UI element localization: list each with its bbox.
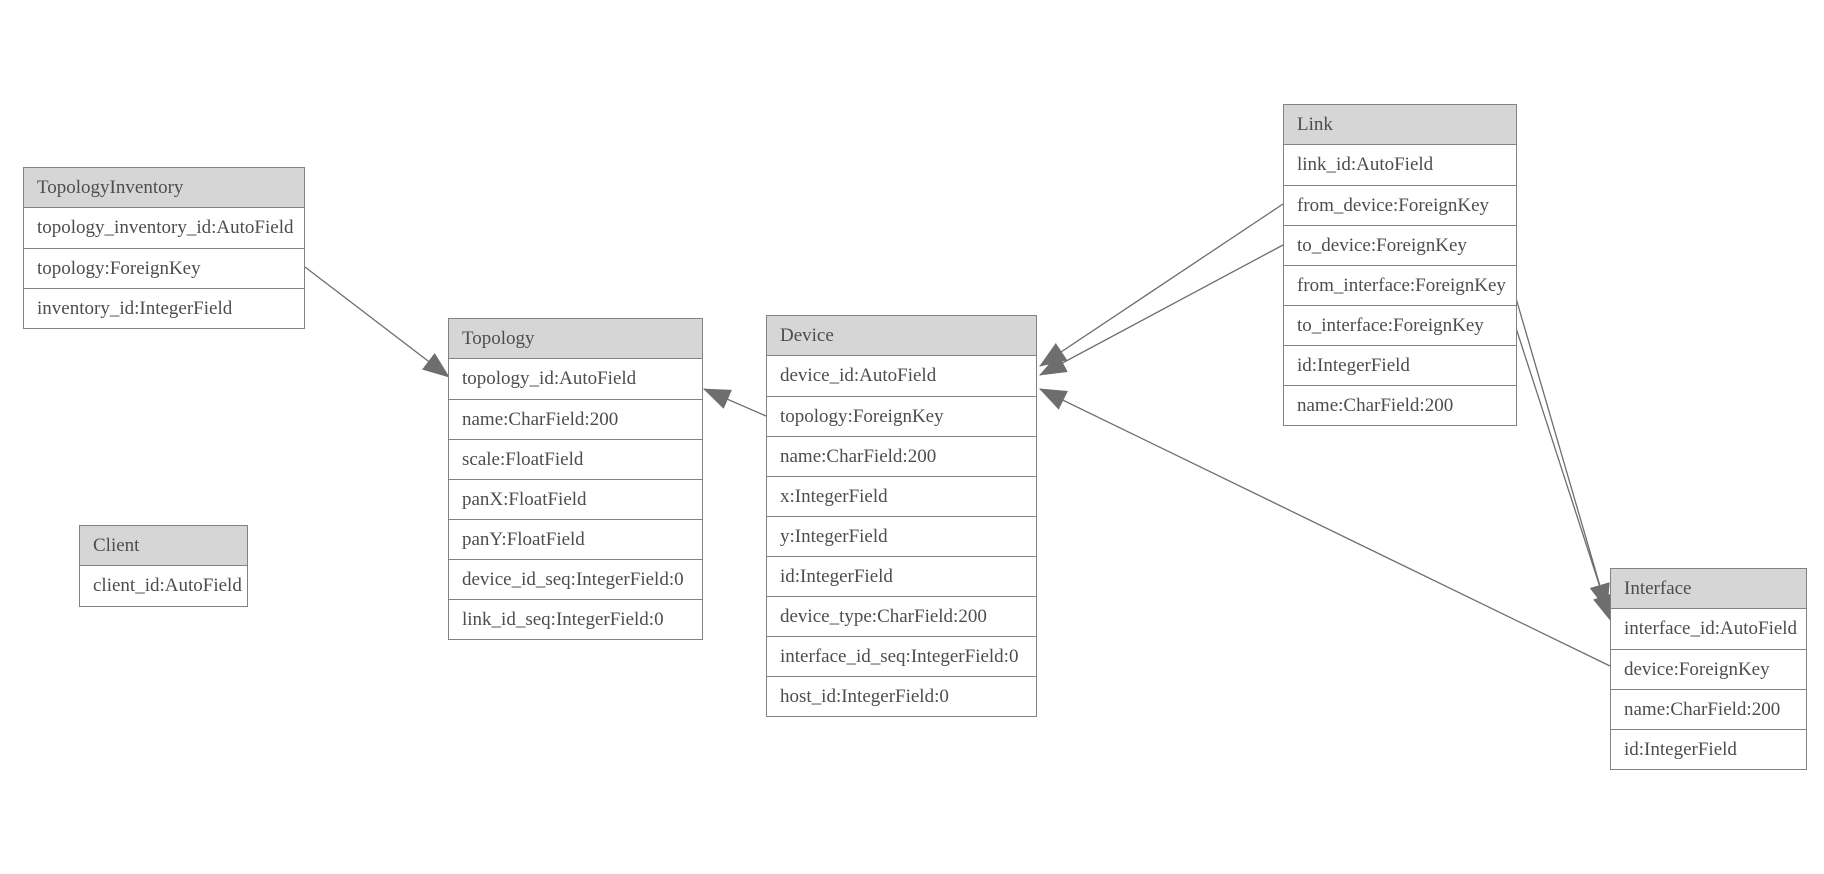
entity-interface-field-2: name:CharField:200 [1611, 689, 1806, 729]
entity-topology-title: Topology [449, 319, 702, 359]
relation-device-topology-to-topology [703, 388, 767, 417]
entity-topology-field-6: link_id_seq:IntegerField:0 [449, 599, 702, 639]
entity-interface-field-0: interface_id:AutoField [1611, 609, 1806, 649]
relation-link-from-device-to-device [1039, 203, 1284, 367]
entity-device-field-4: y:IntegerField [767, 516, 1036, 556]
relation-link-to-interface-to-interface [1515, 327, 1613, 622]
entity-link-field-5: id:IntegerField [1284, 345, 1516, 385]
entity-device-field-1: topology:ForeignKey [767, 396, 1036, 436]
relation-link-to-device-to-device [1039, 244, 1284, 376]
entity-topology-inventory-field-1: topology:ForeignKey [24, 248, 304, 288]
entity-topology-field-2: scale:FloatField [449, 439, 702, 479]
entity-client-field-0: client_id:AutoField [80, 566, 247, 606]
entity-device-field-0: device_id:AutoField [767, 356, 1036, 396]
entity-topology-field-3: panX:FloatField [449, 479, 702, 519]
relation-topologyinventory-topology-to-topology [304, 266, 450, 378]
relation-interface-device-to-device [1039, 388, 1611, 667]
entity-link-field-6: name:CharField:200 [1284, 385, 1516, 425]
entity-topology-inventory-field-2: inventory_id:IntegerField [24, 288, 304, 328]
entity-client-title: Client [80, 526, 247, 566]
entity-link-title: Link [1284, 105, 1516, 145]
entity-device-field-8: host_id:IntegerField:0 [767, 676, 1036, 716]
relation-link-from-interface-to-interface [1512, 287, 1610, 611]
entity-device-field-3: x:IntegerField [767, 476, 1036, 516]
entity-device-title: Device [767, 316, 1036, 356]
entity-link-field-1: from_device:ForeignKey [1284, 185, 1516, 225]
entity-device-field-7: interface_id_seq:IntegerField:0 [767, 636, 1036, 676]
entity-interface-field-1: device:ForeignKey [1611, 649, 1806, 689]
entity-topology-field-5: device_id_seq:IntegerField:0 [449, 559, 702, 599]
entity-interface-field-3: id:IntegerField [1611, 729, 1806, 769]
entity-device-field-2: name:CharField:200 [767, 436, 1036, 476]
entity-topology-inventory-field-0: topology_inventory_id:AutoField [24, 208, 304, 248]
entity-link-field-3: from_interface:ForeignKey [1284, 265, 1516, 305]
entity-topology-field-1: name:CharField:200 [449, 399, 702, 439]
entity-topology-inventory-title: TopologyInventory [24, 168, 304, 208]
entity-topology-field-0: topology_id:AutoField [449, 359, 702, 399]
entity-device-field-6: device_type:CharField:200 [767, 596, 1036, 636]
entity-device-field-5: id:IntegerField [767, 556, 1036, 596]
entity-link-field-0: link_id:AutoField [1284, 145, 1516, 185]
entity-link-field-2: to_device:ForeignKey [1284, 225, 1516, 265]
entity-link-field-4: to_interface:ForeignKey [1284, 305, 1516, 345]
entity-topology-field-4: panY:FloatField [449, 519, 702, 559]
entity-interface-title: Interface [1611, 569, 1806, 609]
